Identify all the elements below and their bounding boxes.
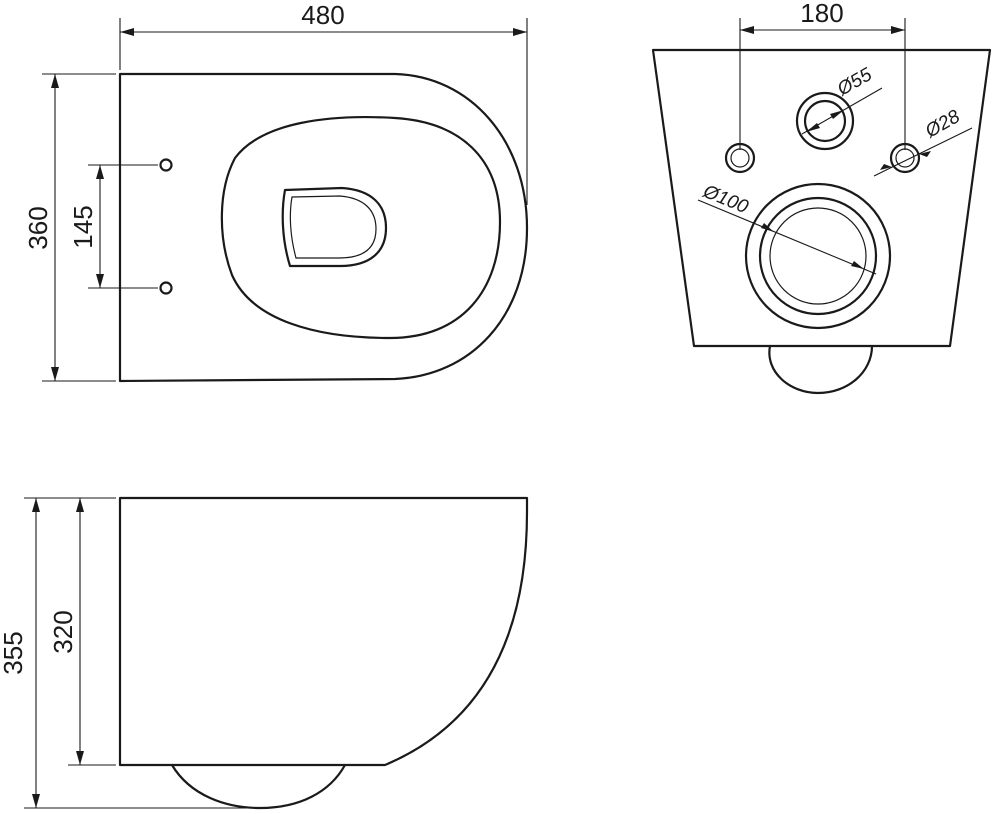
dim-inlet-spacing-180: 180 xyxy=(800,0,843,28)
top-view-bolt-hole-upper xyxy=(159,158,173,172)
top-view-drain-inner xyxy=(289,195,377,259)
dim-total-height-355: 355 xyxy=(0,631,28,674)
rear-view: Ø55 Ø28 Ø100 180 xyxy=(651,0,992,395)
dim-bolt-spacing-145: 145 xyxy=(68,205,98,248)
side-view: 355 320 xyxy=(0,496,529,810)
rear-view-flush-inlet-outer xyxy=(795,91,855,151)
top-view: 480 360 145 xyxy=(23,0,529,383)
dim-bolt-hole-28: Ø28 xyxy=(921,106,964,143)
side-view-bottom-bulge xyxy=(170,763,347,810)
rear-view-outline xyxy=(651,48,992,348)
dim-body-height-320: 320 xyxy=(48,610,78,653)
rear-view-outlet-mid xyxy=(758,196,878,316)
rear-view-bolt-hole-left-inner xyxy=(730,148,750,168)
rear-view-bottom-bulge xyxy=(768,344,874,395)
rear-view-outlet-outer xyxy=(744,182,892,330)
top-view-drain xyxy=(281,186,388,268)
dim-width-480: 480 xyxy=(301,0,344,30)
top-view-bolt-hole-lower xyxy=(159,281,173,295)
top-view-outline xyxy=(118,72,529,383)
dim-outlet-100: Ø100 xyxy=(699,181,751,218)
top-view-inner-bowl xyxy=(220,115,502,340)
dim-depth-360: 360 xyxy=(23,206,53,249)
side-view-outline xyxy=(118,496,529,767)
rear-view-outlet-inner xyxy=(769,207,867,305)
rear-view-flush-inlet-inner xyxy=(803,99,847,143)
